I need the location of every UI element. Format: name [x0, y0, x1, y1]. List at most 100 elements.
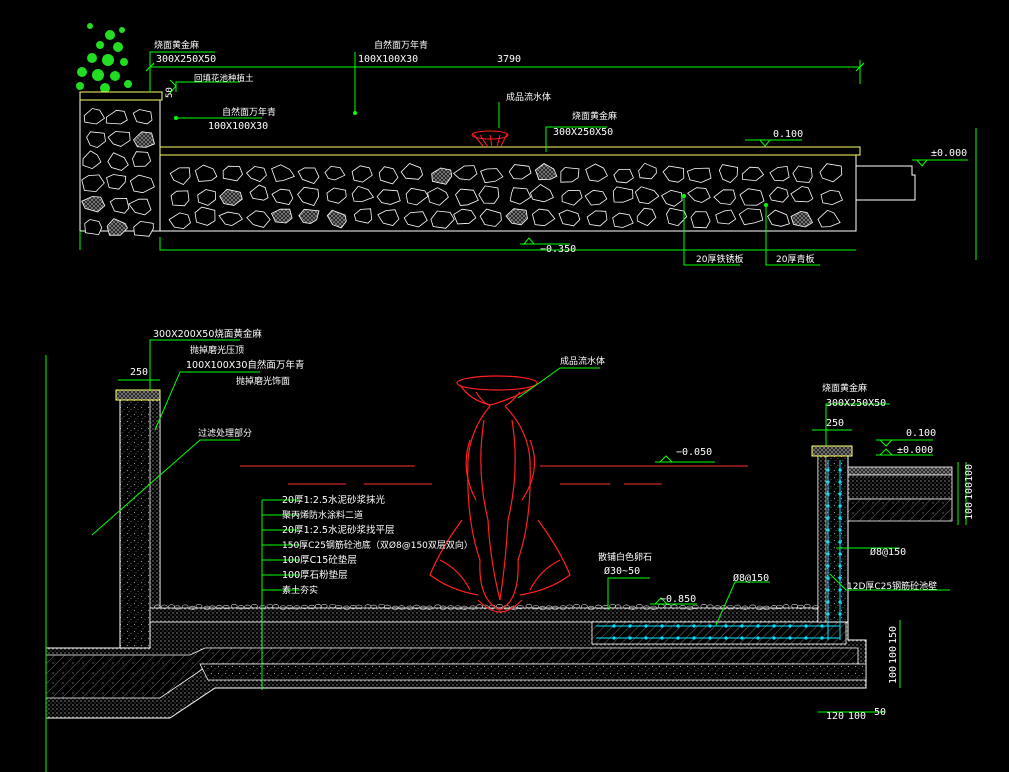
label-wall-spec: 12D厚C25钢筋砼池壁: [847, 580, 937, 592]
pebble: [406, 605, 414, 610]
rubble-stone: [405, 187, 429, 206]
pebble: [720, 605, 728, 610]
rubble-stone: [324, 165, 346, 181]
pebble: [173, 605, 181, 610]
rubble-stone: [169, 167, 191, 185]
rubble-stone: [84, 219, 103, 236]
rubble-stone: [378, 166, 399, 185]
pebble: [706, 604, 714, 609]
left-coping: [115, 389, 161, 401]
pebble: [510, 605, 518, 610]
rubble-stone: [687, 187, 711, 203]
rubble-stone: [741, 166, 765, 182]
pebble: [301, 604, 308, 610]
rubble-stone: [270, 208, 293, 224]
rubble-stones: [81, 108, 844, 237]
pebble: [581, 604, 588, 609]
pebble: [384, 604, 391, 609]
pebble: [195, 604, 203, 609]
label-right-coping-size: 300X250X50: [826, 398, 886, 409]
rubble-stone: [430, 210, 455, 229]
rubble-stone: [81, 174, 105, 193]
label-coping-spec: 300X200X50烧面黄金麻: [153, 328, 262, 340]
left-wall-finish: [149, 399, 161, 613]
rubble-stone: [738, 208, 764, 226]
rubble-stone: [634, 186, 660, 205]
rubble-stone: [106, 218, 128, 236]
level-bottom-bottom: −0.850: [660, 594, 696, 605]
rubble-stone: [427, 187, 449, 206]
rubble-stone: [820, 189, 844, 206]
rubble-stone: [86, 131, 106, 149]
pebble: [700, 604, 708, 609]
rubble-stone: [455, 188, 479, 206]
rubble-stone: [353, 208, 373, 224]
layer-6: 100厚石粉垫层: [282, 569, 348, 581]
layer-7: 素土夯实: [282, 584, 318, 596]
level-top: 0.100: [773, 129, 803, 140]
rubble-stone: [509, 187, 532, 205]
pebble: [762, 605, 770, 610]
dim-250-right: 250: [826, 418, 844, 429]
paving-base: [847, 474, 953, 500]
rubble-stone: [326, 209, 347, 229]
rubble-stone: [790, 186, 814, 203]
pebble: [643, 605, 650, 610]
pebble: [413, 604, 420, 610]
dim-h-120: 120: [826, 711, 844, 722]
pebble: [679, 605, 686, 610]
rubble-stone: [790, 210, 814, 228]
rubble-stone: [133, 131, 155, 148]
layer-4: 150厚C25钢筋砼池底（双Ø8@150双层双向）: [282, 539, 473, 551]
pebble: [566, 604, 573, 609]
label-rebar-2: Ø8@150: [870, 546, 906, 558]
pebble: [454, 605, 462, 610]
rubble-stone: [105, 109, 128, 125]
rubble-stone: [585, 163, 608, 182]
rubble-stone: [431, 167, 453, 185]
rubble-stone: [561, 190, 583, 206]
rubble-stone: [662, 165, 685, 183]
water-surface: [240, 465, 748, 485]
pebble: [272, 604, 279, 609]
pebble: [343, 605, 350, 610]
rubble-stone: [612, 212, 634, 228]
rubble-stone: [132, 151, 152, 167]
label-backfill: 回填花池种植土: [194, 73, 254, 84]
pebble: [539, 605, 546, 611]
top-section: 烧面黄金麻 300X250X50 回填花池种植土 50 自然面万年青 100X1…: [76, 23, 977, 266]
rubble-stone: [133, 220, 154, 237]
pebble: [237, 605, 245, 610]
substrate-band: [199, 663, 867, 681]
pebble: [329, 603, 336, 609]
label-pebbles: 散铺白色卵石: [598, 551, 652, 563]
label-pool-coping-size: 300X250X50: [553, 127, 613, 138]
pebble: [595, 604, 602, 609]
pebble: [629, 605, 636, 610]
pebble: [797, 604, 804, 610]
pebble: [496, 604, 503, 609]
label-stone-2: 20厚青板: [776, 253, 814, 265]
rubble-stone: [249, 184, 269, 201]
pebble: [770, 605, 778, 610]
rubble-stone: [819, 163, 843, 183]
pebble: [734, 604, 741, 609]
rubble-stone: [400, 163, 424, 180]
pebble: [378, 603, 386, 609]
rubble-stone: [351, 165, 373, 183]
paving-top: [847, 466, 953, 476]
fountain-sculpture-icon: [429, 375, 571, 613]
rubble-stone: [82, 150, 102, 170]
rubble-stone: [351, 185, 375, 203]
fountain-small-icon: [471, 130, 509, 148]
dim-v-100b: 100: [964, 482, 975, 500]
pebble: [532, 605, 540, 610]
dim-v-100e: 100: [888, 666, 899, 684]
pebble: [216, 605, 223, 610]
rubble-stone: [584, 189, 608, 206]
rubble-stone: [129, 174, 155, 194]
pebble: [398, 605, 405, 610]
dim-v-100d: 100: [888, 646, 899, 664]
dim-v-100a: 100: [964, 464, 975, 482]
rubble-stone: [715, 209, 737, 225]
